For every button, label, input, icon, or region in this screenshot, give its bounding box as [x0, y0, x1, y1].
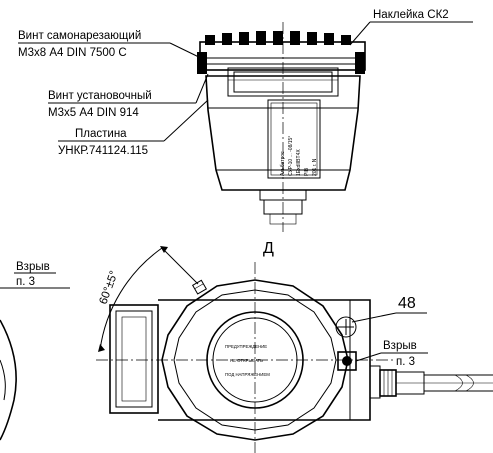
cable-gland	[369, 365, 493, 399]
top-leaders	[18, 21, 473, 142]
cooling-fins	[205, 31, 351, 45]
warning-line-3: ПОД НАПРЯЖЕНИЕМ	[225, 372, 270, 377]
callout-plate-spec: УНКР.741124.115	[58, 145, 148, 157]
left-clamp	[197, 52, 207, 74]
nameplate-marking-2: PIB	[304, 167, 310, 176]
ground-terminal	[335, 316, 357, 338]
callout-screw-name: Винт самонарезающий	[18, 30, 141, 42]
callout-sticker: Наклейка СК2	[373, 9, 449, 21]
warning-line-1: ПРЕДУПРЕЖДЕНИЕ	[225, 344, 267, 349]
head-body	[199, 41, 366, 71]
callout-screw-spec: М3х8 А4 DIN 7500 C	[18, 47, 127, 59]
callout-explosion-right: Взрыв	[383, 340, 417, 352]
callout-explosion-left-ref: п. 3	[16, 276, 35, 288]
angle-dimension-text: 60°±5°	[98, 269, 121, 306]
right-clamp	[355, 52, 365, 74]
warning-line-2: НЕ ОТКРЫВАТЬ	[230, 358, 263, 363]
nameplate-year: 201 г. N	[312, 158, 318, 176]
housing-body	[205, 75, 361, 191]
front-window	[109, 304, 159, 414]
nameplate-marking: 1ExdIIBT4X	[296, 149, 302, 176]
callout-explosion-left: Взрыв	[16, 261, 50, 273]
angle-dimension	[98, 246, 199, 352]
callout-explosion-right-ref: п. 3	[396, 356, 415, 368]
callout-set-screw-name: Винт установочный	[48, 90, 152, 102]
view-label: Д	[263, 240, 274, 257]
front-body	[158, 299, 371, 421]
side-view: Альбатрос СУР-10 ... -08/15° 1ExdIIBT4X …	[197, 22, 366, 232]
position-number: 48	[398, 295, 416, 312]
callout-plate-name: Пластина	[75, 128, 127, 140]
nameplate-model: СУР-10 ... -08/15°	[288, 136, 294, 176]
nameplate	[267, 99, 321, 179]
callout-set-screw-spec: М3х5 А4 DIN 914	[48, 107, 139, 119]
adjacent-view-fragment	[0, 319, 17, 441]
